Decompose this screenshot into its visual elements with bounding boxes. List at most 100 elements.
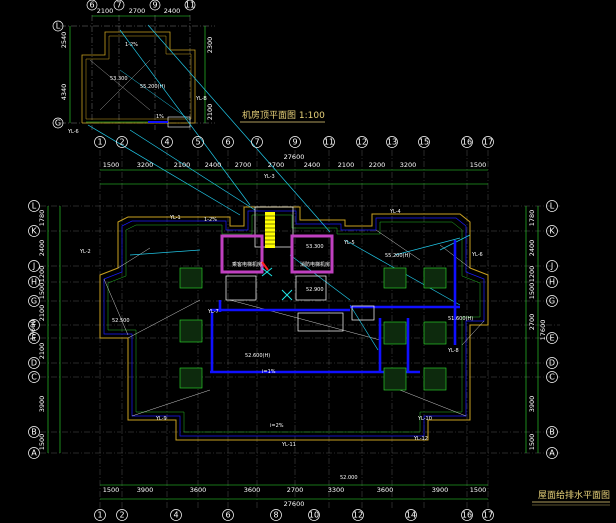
axis-bubble-right-J[interactable]: J [546,260,558,272]
axis-bubble-top-7[interactable]: 7 [113,0,125,11]
svg-text:9: 9 [292,138,297,147]
axis-bubble-1[interactable]: 1 [94,136,106,148]
axis-bubble-right-B[interactable]: B [546,426,558,438]
axis-bubble-left-H[interactable]: H [28,276,40,288]
main-dim-lines [47,169,539,500]
dim-bottom-7: 3600 [377,486,394,494]
axis-bubble-top-G[interactable]: G [52,117,64,129]
axis-bubble-left-C[interactable]: C [28,371,40,383]
svg-text:H: H [549,278,555,287]
axis-bubble-9[interactable]: 9 [289,136,301,148]
axis-bubble-15[interactable]: 15 [418,136,430,148]
axis-bubble-bottom-1[interactable]: 1 [94,509,106,521]
dim-top-6: 2700 [268,161,285,169]
label-slope-1: i=1% [262,369,276,375]
top-dim-2: 2700 [129,7,146,15]
axis-bubble-right-G[interactable]: G [546,295,558,307]
dim-right-2: 2400 [528,240,536,257]
label-passenger-lift-room: 乘客电梯机房 [232,261,262,268]
axis-bubble-top-L[interactable]: L [52,20,64,32]
svg-text:J: J [550,262,553,271]
axis-bubble-left-G[interactable]: G [28,295,40,307]
axis-bubble-bottom-6[interactable]: 6 [222,509,234,521]
axis-bubble-left-A[interactable]: A [28,447,40,459]
axis-bubble-5[interactable]: 5 [192,136,204,148]
axis-bubble-bottom-12[interactable]: 12 [352,509,364,521]
label-elev-52600: 52.600(H) [245,353,270,359]
axis-bubble-12[interactable]: 12 [356,136,368,148]
axis-bubble-11[interactable]: 11 [323,136,335,148]
axis-bubble-left-D[interactable]: D [28,357,40,369]
top-plan-axis-bubbles: 6 7 9 11 L G [52,0,196,129]
axis-bubble-6[interactable]: 6 [222,136,234,148]
axis-bubble-left-F[interactable]: F [28,319,40,331]
axis-bubble-17[interactable]: 17 [482,136,494,148]
dim-left-6: 2100 [38,343,46,360]
svg-text:E: E [549,334,554,343]
label-yl-12: YL-12 [413,436,428,442]
axis-bubble-left-B[interactable]: B [28,426,40,438]
axis-bubble-right-E[interactable]: E [546,332,558,344]
label-elev-51600: 51.600(H) [448,316,473,322]
axis-bubble-right-D[interactable]: D [546,357,558,369]
axis-bubble-bottom-2[interactable]: 2 [116,509,128,521]
axis-bubble-right-A[interactable]: A [546,447,558,459]
axis-bubble-left-E[interactable]: E [28,332,40,344]
axis-bubble-bottom-17[interactable]: 17 [482,509,494,521]
dim-right-1: 1780 [528,210,536,227]
svg-text:8: 8 [273,511,278,520]
dim-bottom-1: 1500 [103,486,120,494]
axis-bubble-top-9[interactable]: 9 [149,0,161,11]
dim-left-1: 1780 [38,210,46,227]
svg-text:G: G [55,119,61,128]
axis-bubble-bottom-8[interactable]: 8 [270,509,282,521]
top-label-slope-2: 1% [156,114,164,120]
label-yl-10: YL-10 [417,416,432,422]
dim-right-total: 17600 [539,320,547,341]
axis-bubble-right-H[interactable]: H [546,276,558,288]
axis-bubble-left-L[interactable]: L [28,200,40,212]
main-axis-bubbles-top: 1 2 4 5 6 7 9 11 12 13 15 16 17 [94,136,494,148]
dim-right-3: 1200 [528,266,536,283]
svg-text:6: 6 [89,1,94,10]
dim-right-5: 2700 [528,314,536,331]
dim-top-1: 1500 [103,161,120,169]
bottom-title-block: 屋面给排水平面图 [532,489,610,506]
svg-text:D: D [31,359,37,368]
dim-left-total: 17600 [29,320,37,341]
axis-bubble-2[interactable]: 2 [116,136,128,148]
axis-bubble-4[interactable]: 4 [161,136,173,148]
svg-text:A: A [549,449,555,458]
axis-bubble-16[interactable]: 16 [461,136,473,148]
dim-bottom-5: 2700 [287,486,304,494]
top-dim-left-1: 2540 [60,32,68,49]
axis-bubble-top-6[interactable]: 6 [86,0,98,11]
axis-bubble-7[interactable]: 7 [251,136,263,148]
axis-bubble-right-K[interactable]: K [546,225,558,237]
dim-bottom-9: 1500 [470,486,487,494]
svg-text:B: B [549,428,555,437]
axis-bubble-right-C[interactable]: C [546,371,558,383]
dim-left-5: 2100 [38,305,46,322]
svg-text:1: 1 [97,138,102,147]
svg-text:L: L [550,202,555,211]
axis-bubble-13[interactable]: 13 [386,136,398,148]
axis-bubble-top-11[interactable]: 11 [184,0,196,11]
axis-bubble-right-L[interactable]: L [546,200,558,212]
axis-bubble-bottom-16[interactable]: 16 [461,509,473,521]
top-dim-3: 2400 [164,7,181,15]
axis-bubble-bottom-10[interactable]: 10 [308,509,320,521]
axis-bubble-left-J[interactable]: J [28,260,40,272]
main-axis-bubbles-bottom: 1 2 4 6 8 10 12 14 16 17 [94,509,494,521]
svg-text:C: C [549,373,555,382]
top-dim-1: 2100 [97,7,114,15]
dim-left-4: 1500 [38,283,46,300]
axis-bubble-bottom-4[interactable]: 4 [170,509,182,521]
axis-bubble-bottom-14[interactable]: 14 [405,509,417,521]
axis-bubble-left-K[interactable]: K [28,225,40,237]
dim-top-3: 2100 [174,161,191,169]
svg-text:15: 15 [419,138,429,147]
svg-text:16: 16 [462,138,472,147]
svg-text:5: 5 [195,138,200,147]
